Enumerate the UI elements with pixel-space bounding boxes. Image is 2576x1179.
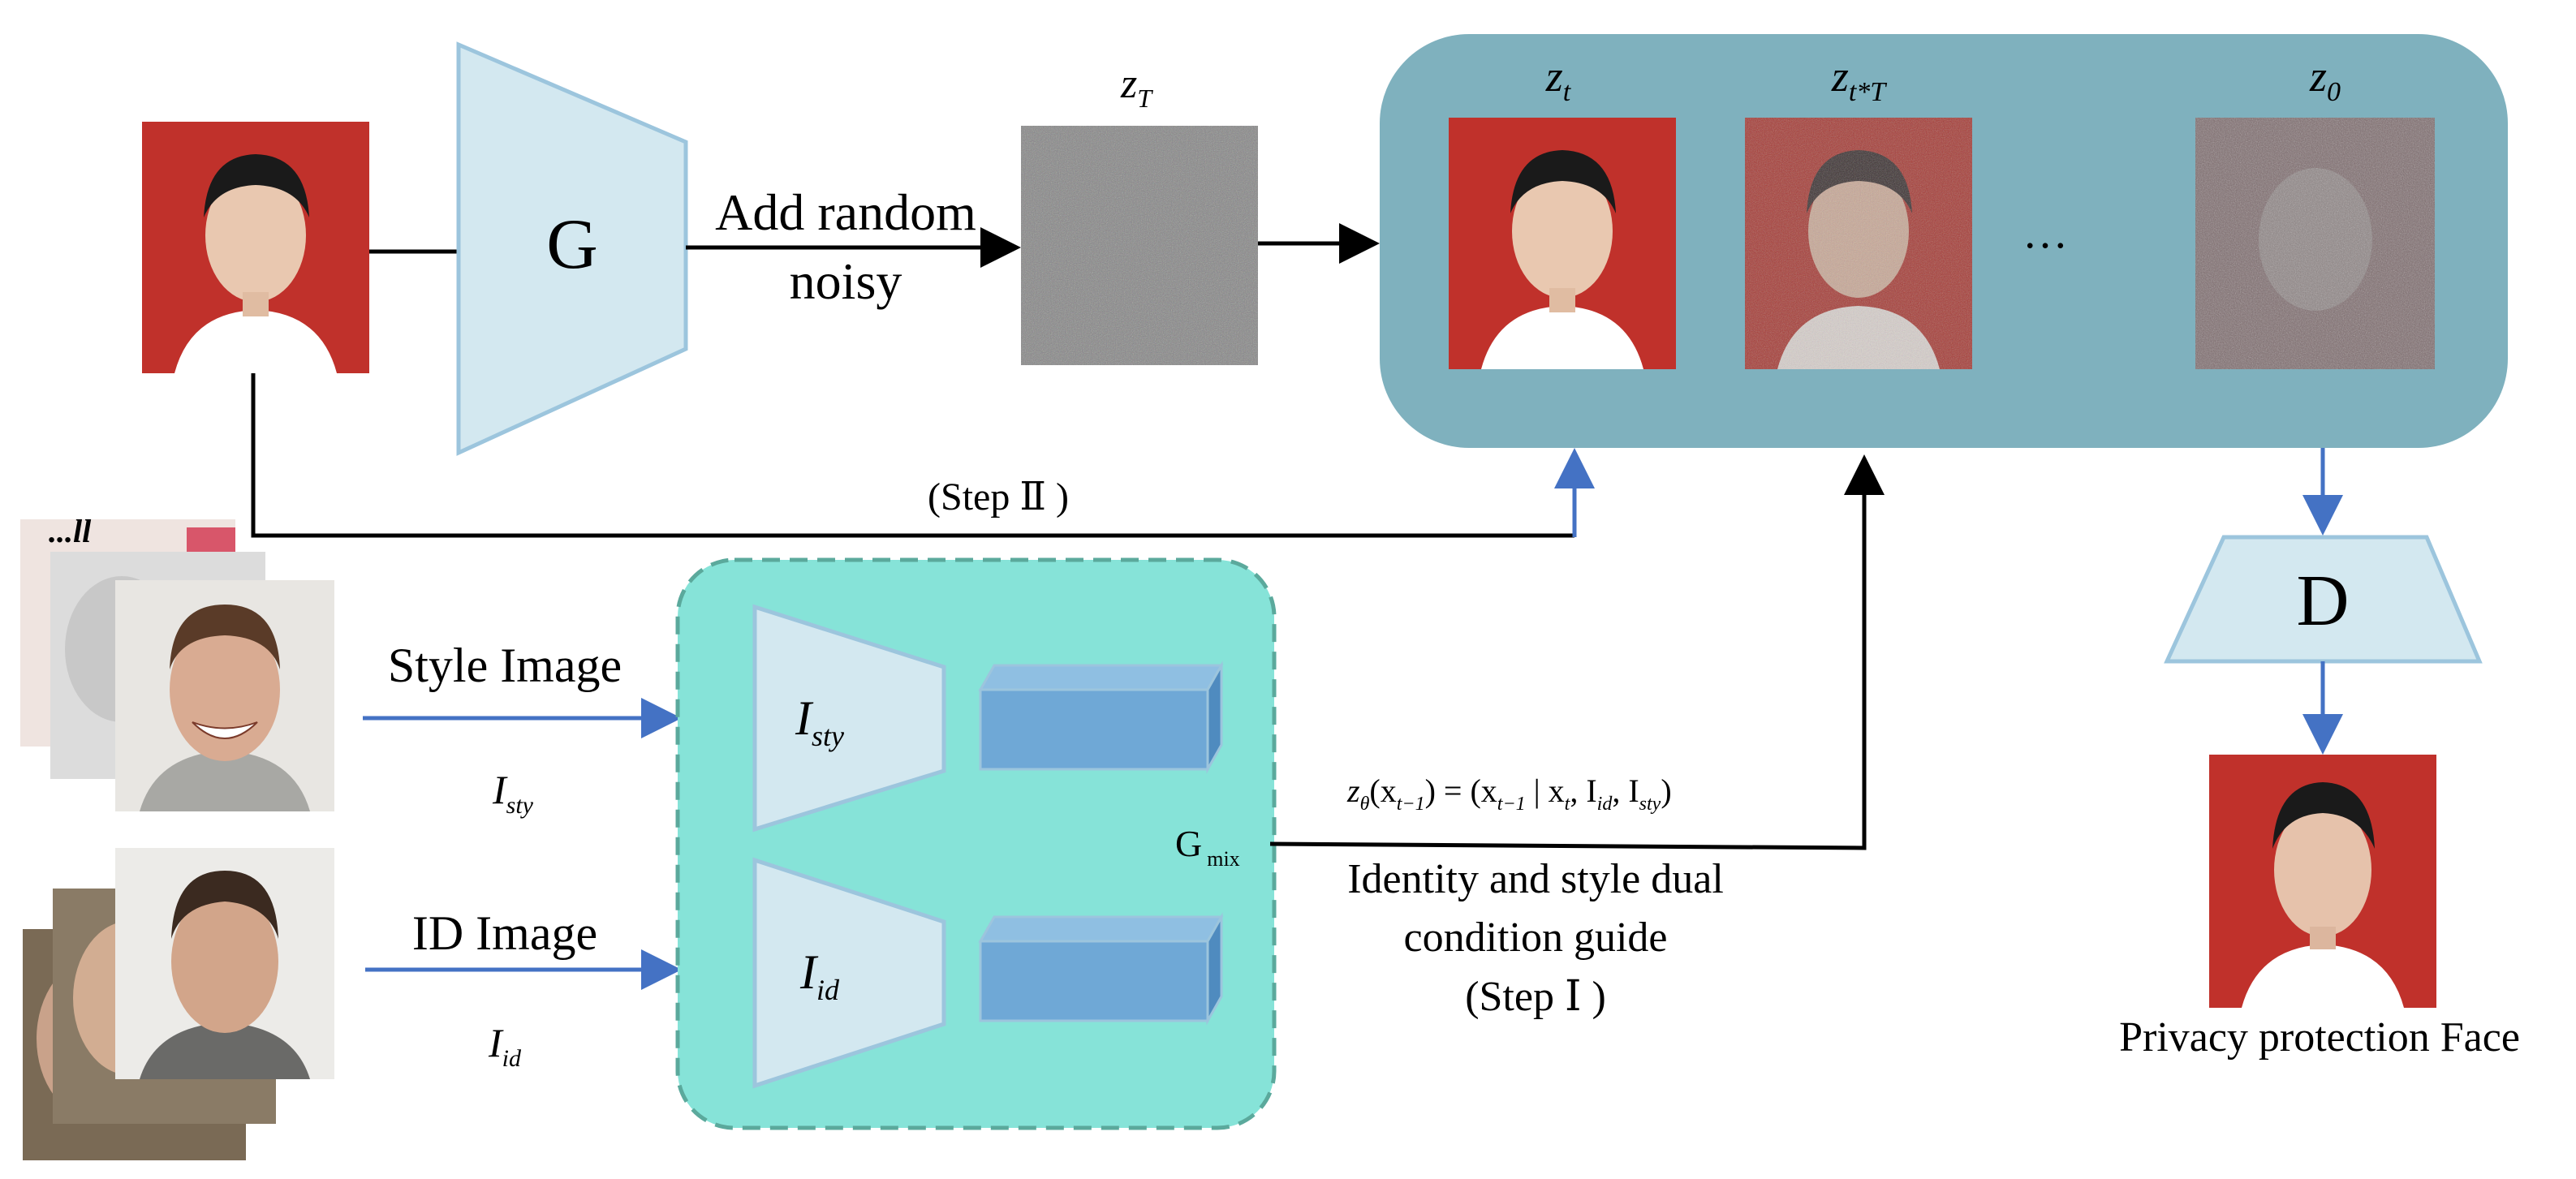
id-image-stack (23, 848, 334, 1160)
svg-text:...ll: ...ll (49, 513, 92, 549)
z0-label: z0 (2309, 52, 2341, 107)
encoder-label: G (546, 205, 598, 284)
step2-path (251, 373, 1574, 538)
style-image-symbol: Isty (492, 767, 534, 819)
id-image-symbol: Iid (488, 1020, 522, 1072)
noise-label-1: Add random (715, 183, 976, 241)
zt-face-image (1449, 118, 1676, 369)
style-feature-block (978, 660, 1224, 774)
id-feature-block (978, 912, 1224, 1026)
input-face-image (142, 122, 369, 373)
style-image-stack: ...ll (20, 513, 334, 811)
output-face-image (2209, 755, 2436, 1008)
step2-label: (Step Ⅱ ) (928, 475, 1069, 519)
noise-label-2: noisy (790, 252, 902, 310)
z0-noisy-image (2195, 118, 2435, 369)
id-encoder-label: Iid (799, 945, 840, 1006)
id-encoder (752, 857, 946, 1089)
style-encoder (752, 604, 946, 833)
latent-zT: zT (1021, 61, 1258, 365)
decoder-d: D (2164, 535, 2483, 664)
step1-path (1269, 454, 1885, 850)
guide-line-1: Identity and style dual (1347, 856, 1724, 902)
id-face-image (115, 848, 334, 1079)
style-encoder-label: Isty (795, 691, 844, 752)
zt-label: zt (1545, 52, 1572, 107)
diffusion-panel: zt zt*T z0 … (1380, 34, 2508, 448)
guide-formula: zθ(xt−1) = (xt−1 | xt, Iid, Isty) (1346, 772, 1672, 815)
panel-ellipsis: … (2022, 208, 2068, 258)
style-face-image (115, 580, 334, 811)
encoder-g: G (456, 41, 688, 456)
ztT-noisy-image (1745, 118, 1972, 369)
ztT-label: zt*T (1831, 52, 1887, 107)
id-image-label: ID Image (412, 906, 597, 960)
style-image-label: Style Image (388, 639, 622, 692)
svg-text:zT: zT (1120, 61, 1153, 113)
guide-line-3: (Step Ⅰ ) (1465, 974, 1606, 1020)
guide-line-2: condition guide (1404, 914, 1668, 961)
output-caption: Privacy protection Face (2119, 1014, 2520, 1061)
decoder-label: D (2297, 561, 2350, 641)
